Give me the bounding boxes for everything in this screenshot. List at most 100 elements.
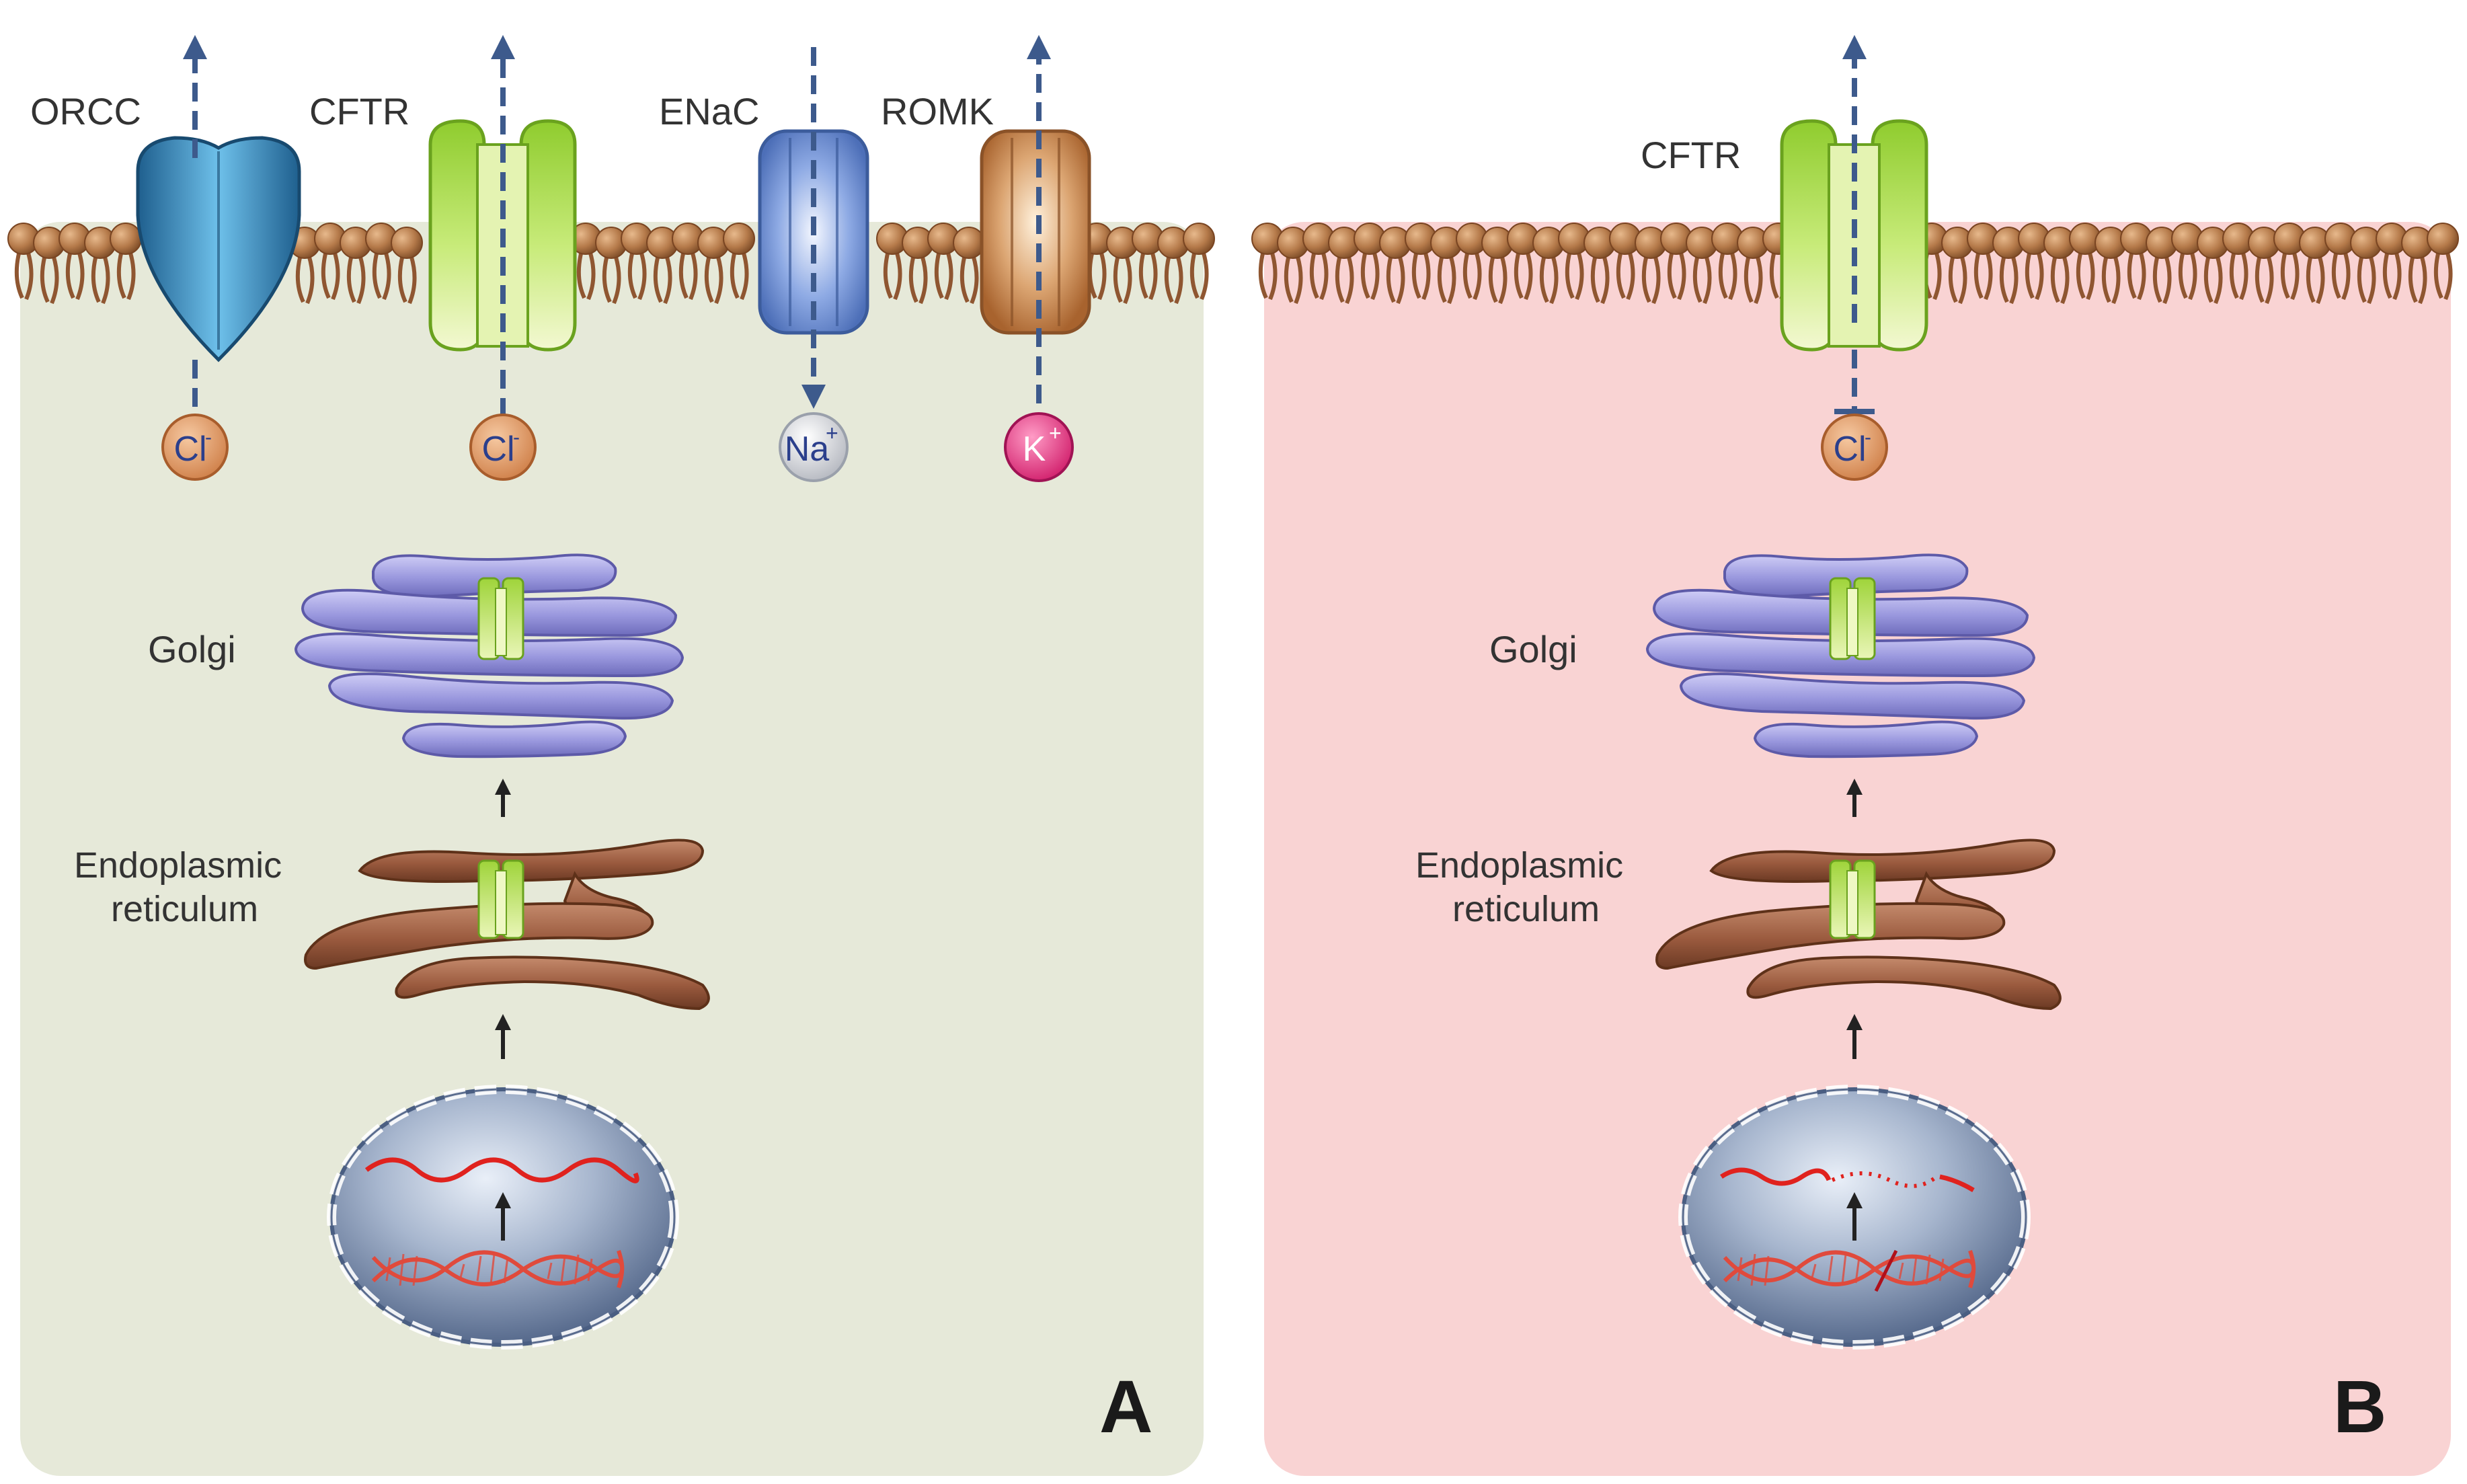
lipid-tail — [1973, 250, 1993, 301]
lipid-tail — [295, 254, 315, 305]
lipid-tail — [2382, 250, 2402, 301]
mrna-strand-a — [364, 1157, 639, 1183]
golgi-apparatus-a — [294, 553, 684, 758]
lipid-tail — [1335, 254, 1354, 305]
chloride-ion-cftr-b: Cl - — [1821, 414, 1888, 481]
cell-cytoplasm-b — [1264, 222, 2451, 1476]
lipid-head — [723, 223, 755, 255]
membrane-heads-b — [1251, 223, 2459, 259]
lipid-head — [110, 223, 142, 255]
panel-letter-a: A — [1099, 1366, 1152, 1448]
chloride-ion-cftr-a: Cl - — [469, 414, 537, 481]
dna-helix-a — [371, 1250, 625, 1288]
lipid-tail — [1539, 254, 1559, 305]
romk-label: ROMK — [881, 90, 994, 132]
lipid-tail — [2280, 250, 2300, 301]
lipid-head — [391, 227, 423, 259]
lipid-tail — [2433, 250, 2453, 301]
lipid-tail — [1488, 254, 1507, 305]
golgi-apparatus-b — [1645, 553, 2036, 758]
chloride-ion-cftr-b-symbol: Cl — [1833, 430, 1866, 469]
mrna-strand-b-defective — [1831, 1171, 1938, 1188]
lipid-tail — [1744, 254, 1763, 305]
orcc-label: ORCC — [30, 90, 141, 132]
enac-label: ENaC — [659, 90, 759, 132]
lipid-tail — [704, 254, 723, 305]
er-label-line2-b: reticulum — [1452, 889, 1600, 929]
lipid-tail — [116, 250, 136, 301]
cftr-label-b: CFTR — [1641, 134, 1741, 176]
lipid-tail — [40, 254, 59, 305]
lipid-head — [953, 227, 985, 259]
lipid-tail — [1386, 254, 1405, 305]
endoplasmic-reticulum-b — [1655, 838, 2062, 1011]
lipid-tail — [1284, 254, 1303, 305]
sodium-ion-charge: + — [826, 421, 838, 445]
lipid-tail — [1258, 250, 1278, 301]
lipid-tail — [2025, 250, 2044, 301]
chloride-ion-orcc: Cl - — [161, 414, 229, 481]
lipid-tail — [14, 250, 34, 301]
lipid-tail — [2408, 254, 2427, 305]
lipid-tail — [678, 250, 698, 301]
lipid-tail — [1667, 250, 1686, 301]
lipid-tail — [1309, 250, 1329, 301]
lipid-tail — [1411, 250, 1431, 301]
lipid-tail — [934, 250, 953, 301]
lipid-tail — [576, 250, 596, 301]
lipid-tail — [2076, 250, 2095, 301]
lipid-tail — [2152, 254, 2172, 305]
lipid-tail — [883, 250, 902, 301]
mrna-strand-b-tail — [1939, 1174, 1975, 1193]
lipid-tail — [627, 250, 647, 301]
lipid-tail — [91, 254, 110, 305]
golgi-label-b: Golgi — [1489, 628, 1577, 670]
nucleus-a — [327, 1085, 679, 1350]
lipid-tail — [960, 254, 979, 305]
lipid-tail — [1360, 250, 1380, 301]
lipid-tail — [908, 254, 928, 305]
lipid-tail — [2331, 250, 2351, 301]
lipid-tail — [1590, 254, 1610, 305]
lipid-tail — [2101, 254, 2121, 305]
lipid-tail — [2050, 254, 2070, 305]
lipid-tail — [346, 254, 366, 305]
golgi-label-a: Golgi — [148, 628, 236, 670]
dna-helix-b — [1723, 1249, 1976, 1292]
lipid-tail — [1999, 254, 2019, 305]
chloride-ion-orcc-symbol: Cl — [173, 430, 206, 469]
er-label-line2-a: reticulum — [111, 889, 258, 929]
potassium-ion: K + — [1004, 412, 1074, 482]
lipid-tail — [1718, 250, 1737, 301]
chloride-ion-cftr-a-charge: - — [513, 426, 520, 448]
lipid-tail — [1641, 254, 1661, 305]
lipid-tail — [372, 250, 391, 301]
chloride-ion-cftr-a-symbol: Cl — [481, 430, 514, 469]
nucleus-b — [1678, 1085, 2031, 1350]
orcc-channel — [136, 136, 301, 362]
sodium-ion-symbol: Na — [785, 430, 830, 469]
lipid-tail — [2127, 250, 2146, 301]
lipid-tail — [2229, 250, 2248, 301]
cftr-label-a: CFTR — [309, 90, 409, 132]
mrna-strand-b-intact — [1720, 1167, 1832, 1186]
potassium-ion-charge: + — [1049, 421, 1062, 445]
lipid-tail — [2255, 254, 2274, 305]
lipid-tail — [602, 254, 621, 305]
er-label-line1-a: Endoplasmic — [74, 845, 282, 886]
er-label-line1-b: Endoplasmic — [1415, 845, 1623, 886]
dna-mutation-mark-b — [1874, 1249, 1898, 1292]
lipid-tail — [321, 250, 340, 301]
lipid-head — [2427, 223, 2459, 255]
lipid-tail — [1565, 250, 1584, 301]
lipid-tail — [65, 250, 85, 301]
lipid-tail — [1437, 254, 1456, 305]
lipid-tail — [1189, 250, 1209, 301]
lipid-tail — [1948, 254, 1967, 305]
lipid-tail — [1113, 254, 1132, 305]
endoplasmic-reticulum-a — [304, 838, 710, 1011]
potassium-ion-symbol: K — [1023, 430, 1046, 469]
lipid-tail — [730, 250, 749, 301]
lipid-tail — [2203, 254, 2223, 305]
